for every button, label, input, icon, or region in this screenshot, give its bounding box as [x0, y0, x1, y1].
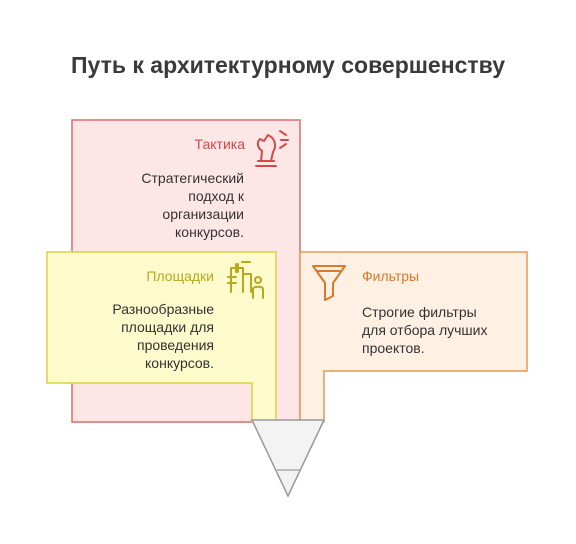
funnel-shape	[250, 419, 326, 498]
filters-line: проектов.	[362, 340, 425, 356]
venues-card	[46, 251, 277, 423]
tactics-line: подход к	[188, 188, 244, 204]
filters-line: для отбора лучших	[362, 322, 488, 338]
chess-knight-icon	[255, 130, 289, 167]
tactics-label: Тактика	[194, 136, 245, 152]
venues-line: конкурсов.	[145, 355, 214, 371]
diagram-title: Путь к архитектурному совершенству	[70, 52, 506, 78]
tactics-description: Стратегический подход к организации конк…	[100, 169, 244, 241]
venues-line: площадки для	[121, 319, 214, 335]
tactics-line: конкурсов.	[175, 224, 244, 240]
filters-description: Строгие фильтры для отбора лучших проект…	[362, 303, 522, 357]
venues-line: проведения	[137, 337, 214, 353]
building-person-icon	[227, 261, 264, 299]
venues-label: Площадки	[146, 268, 214, 284]
filters-line: Строгие фильтры	[362, 304, 477, 320]
tactics-line: организации	[162, 206, 244, 222]
venues-description: Разнообразные площадки для проведения ко…	[70, 300, 214, 372]
venues-line: Разнообразные	[112, 301, 214, 317]
filters-label: Фильтры	[362, 268, 420, 284]
tactics-line: Стратегический	[141, 170, 244, 186]
funnel-icon	[312, 265, 346, 301]
